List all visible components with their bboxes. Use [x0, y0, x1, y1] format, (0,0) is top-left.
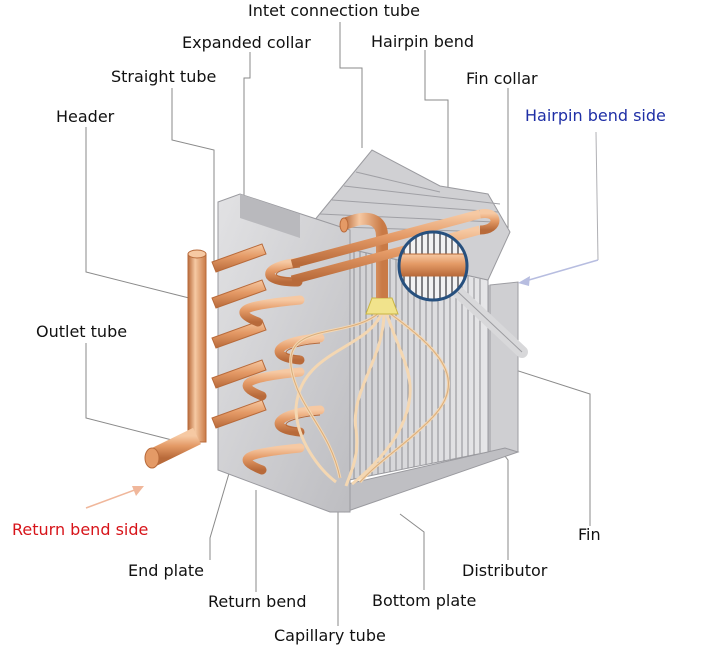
- hairpin-side-arrow: [518, 131, 599, 286]
- magnifier: [397, 230, 528, 358]
- leader-end-plate: [209, 469, 231, 560]
- leader-expanded-collar: [243, 52, 251, 248]
- leader-hairpin-bend: [424, 50, 449, 208]
- label-end-plate: End plate: [128, 561, 205, 580]
- label-distributor: Distributor: [462, 561, 548, 580]
- header-pipe: [144, 249, 207, 469]
- label-capillary-tube: Capillary tube: [274, 626, 386, 645]
- leader-bottom-plate: [399, 513, 425, 590]
- label-intet-connection-tube: Intet connection tube: [248, 1, 420, 20]
- leader-header: [85, 127, 198, 301]
- leader-intet-connection-tube: [339, 22, 363, 148]
- label-straight-tube: Straight tube: [111, 67, 217, 86]
- label-hairpin-bend: Hairpin bend: [371, 32, 474, 51]
- label-header: Header: [56, 107, 115, 126]
- label-outlet-tube: Outlet tube: [36, 322, 128, 341]
- right-end-plate: [489, 281, 519, 457]
- leader-straight-tube: [171, 88, 215, 262]
- return-side-arrow: [85, 486, 144, 509]
- label-fin-collar: Fin collar: [466, 69, 538, 88]
- distributor-shape: [365, 297, 399, 315]
- label-expanded-collar: Expanded collar: [182, 33, 311, 52]
- leader-outlet-tube: [85, 343, 173, 441]
- label-hairpin-bend-side: Hairpin bend side: [525, 106, 666, 125]
- label-fin: Fin: [578, 525, 601, 544]
- tube-stubs: [211, 243, 267, 429]
- label-bottom-plate: Bottom plate: [372, 591, 477, 610]
- label-return-bend: Return bend: [208, 592, 307, 611]
- label-return-bend-side: Return bend side: [12, 520, 149, 539]
